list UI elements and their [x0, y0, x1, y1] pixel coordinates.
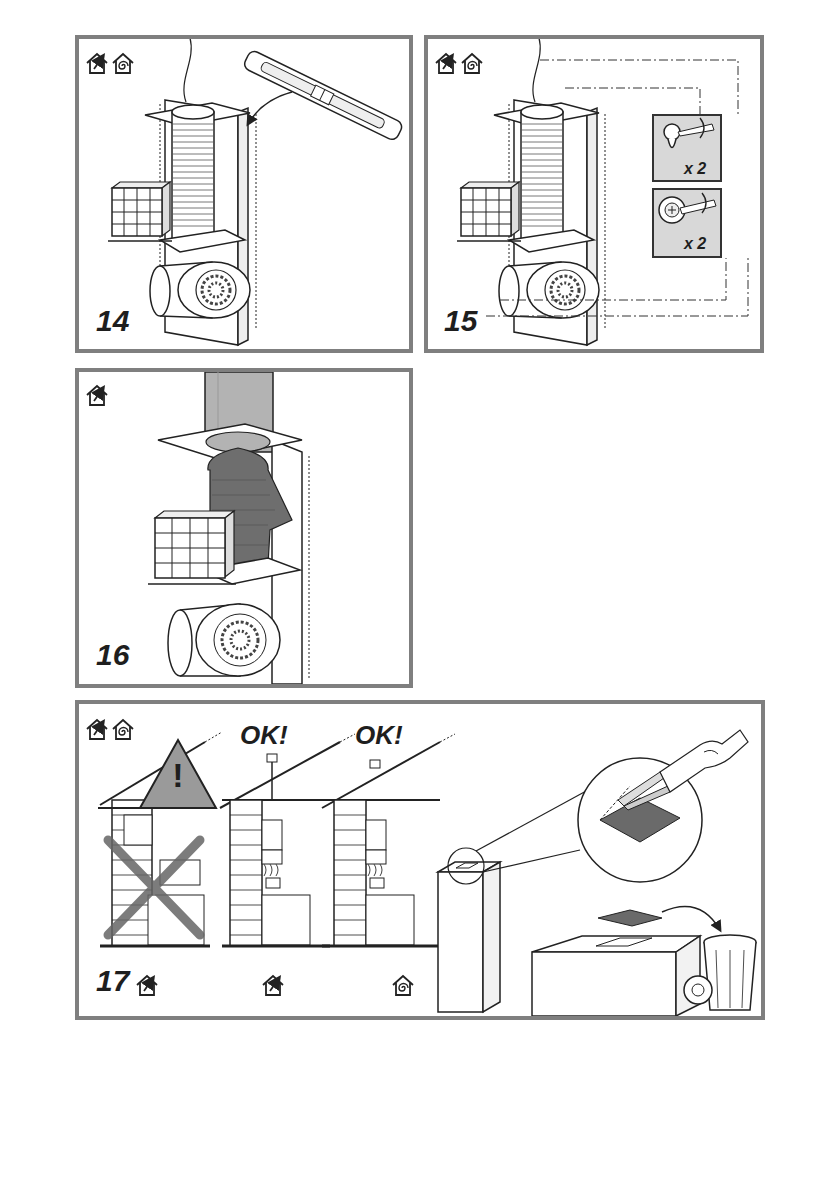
- warning-mark: !: [172, 758, 183, 792]
- ok-label: OK!: [355, 722, 403, 748]
- screw-icon-box: x 2: [652, 114, 722, 182]
- step-number: 14: [96, 306, 129, 336]
- step-number: 17: [96, 966, 129, 996]
- step-panel: 14: [75, 35, 413, 353]
- step-panel: 15 x 2 x 2: [424, 35, 764, 353]
- quantity-label: x 2: [684, 161, 706, 177]
- step-number: 15: [444, 306, 477, 336]
- step-panel: OK! OK! 17: [75, 700, 765, 1020]
- step-panel: 16: [75, 368, 413, 688]
- screw-icon-box: x 2: [652, 188, 722, 258]
- ok-label: OK!: [240, 722, 288, 748]
- step-number: 16: [96, 640, 129, 670]
- quantity-label: x 2: [684, 236, 706, 252]
